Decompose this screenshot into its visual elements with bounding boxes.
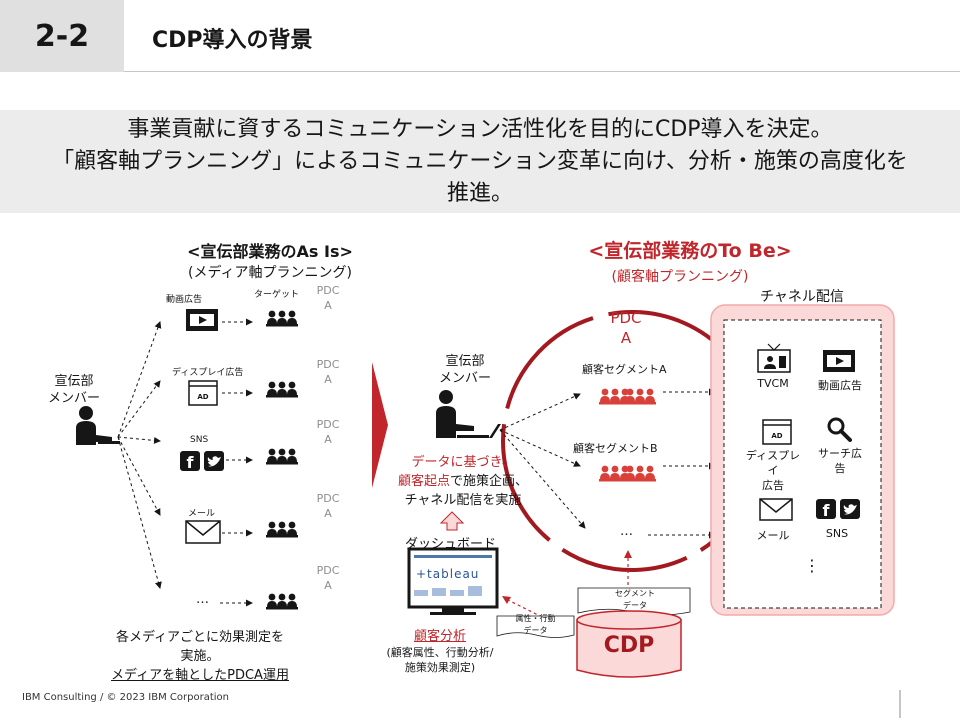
member-icon (436, 390, 501, 438)
tv-icon (757, 343, 791, 373)
channel-label-mail: メール (756, 529, 790, 542)
target-label: ターゲット (254, 290, 300, 300)
target-group-icons (266, 311, 298, 610)
segment-label-b: 顧客セグメントB (573, 442, 658, 455)
summary-banner: 事業貢献に資するコミュニケーション活性化を目的にCDP導入を決定。 「顧客軸プラ… (0, 110, 960, 213)
segment-label-a: 顧客セグメントA (582, 363, 667, 376)
channel-label-sns: SNS (825, 527, 849, 540)
up-arrow (439, 511, 465, 531)
member-label: 宣伝部 (54, 374, 94, 389)
channel-label-search: サーチ広告 (818, 447, 862, 475)
analysis-detail: 施策効果測定) (404, 661, 476, 674)
branch-arrows (117, 318, 253, 607)
sns-icon: f (816, 499, 860, 520)
as-is-note: メディアを軸としたPDCA運用 (111, 668, 289, 683)
channel-label-tvcm: TVCM (757, 377, 789, 390)
display-ad-icon: AD (762, 419, 792, 445)
action-text: チャネル配信を実施 (404, 493, 522, 508)
channel-label-more: … (196, 592, 209, 607)
segment-data-arrow (624, 550, 632, 585)
slide-title: CDP導入の背景 (152, 28, 313, 53)
action-text: 顧客起点で施策企画、 (397, 474, 529, 489)
transition-arrow (372, 362, 388, 488)
channel-label-video: 動画広告 (166, 295, 203, 305)
action-text: データに基づき、 (411, 455, 515, 470)
search-icon (827, 417, 852, 442)
summary-line: 推進。 (446, 180, 513, 206)
dashboard-label: ダッシュボード (405, 537, 497, 552)
member-label: メンバー (438, 371, 491, 386)
channel-label-sns: SNS (190, 435, 209, 445)
to-be-subtitle: (顧客軸プランニング) (611, 269, 749, 285)
member-label: メンバー (47, 391, 100, 406)
as-is-subtitle: (メディア軸プランニング) (188, 265, 352, 281)
segment-label-more: … (620, 524, 633, 539)
channel-label-more: ⋮ (804, 556, 820, 575)
channel-label-video: 動画広告 (818, 379, 862, 392)
as-is-note: 実施。 (180, 649, 220, 664)
member-label: 宣伝部 (445, 354, 485, 369)
video-ad-icon (186, 309, 218, 331)
segment-group-icons (599, 389, 656, 482)
slide-header (0, 0, 960, 72)
analysis-title: 顧客分析 (413, 629, 466, 644)
attribute-data-doc (496, 615, 575, 638)
mail-icon (185, 520, 221, 544)
segment-data-label: セグメントデータ (615, 589, 655, 610)
channel-label-mail: メール (188, 509, 216, 519)
tableau-logo: +tableau (416, 567, 480, 581)
mail-icon (759, 498, 793, 521)
summary-line: 事業貢献に資するコミュニケーション活性化を目的にCDP導入を決定。 (127, 116, 833, 142)
worker-icon (76, 406, 120, 445)
svg-text:AD: AD (197, 393, 208, 401)
cdp-label: CDP (603, 633, 655, 658)
footer-copyright: IBM Consulting / © 2023 IBM Corporation (22, 692, 229, 703)
as-is-title: <宣伝部業務のAs Is> (187, 242, 353, 261)
cdp-database (576, 610, 682, 678)
video-ad-icon (823, 350, 855, 372)
dashboard-data-arrow (502, 596, 559, 626)
svg-text:AD: AD (771, 432, 782, 440)
svg-text:f: f (823, 501, 831, 520)
analysis-detail: (顧客属性、行動分析/ (386, 646, 494, 659)
summary-line: 「顧客軸プランニング」によるコミュニケーション変革に向け、分析・施策の高度化を (52, 148, 908, 174)
dashboard-monitor (407, 547, 499, 615)
svg-text:f: f (187, 453, 195, 472)
section-number: 2-2 (0, 0, 124, 72)
display-ad-icon: AD (188, 380, 218, 406)
channel-label-display: ディスプレイ広告 (745, 449, 801, 492)
segment-arrows (499, 388, 716, 539)
channel-label-display: ディスプレイ広告 (172, 368, 244, 378)
sns-icon: f (180, 451, 224, 472)
as-is-note: 各メディアごとに効果測定を (115, 630, 285, 645)
to-be-title: <宣伝部業務のTo Be> (588, 240, 792, 262)
channel-title: チャネル配信 (760, 289, 844, 305)
attribute-data-label: 属性・行動データ (515, 614, 556, 635)
